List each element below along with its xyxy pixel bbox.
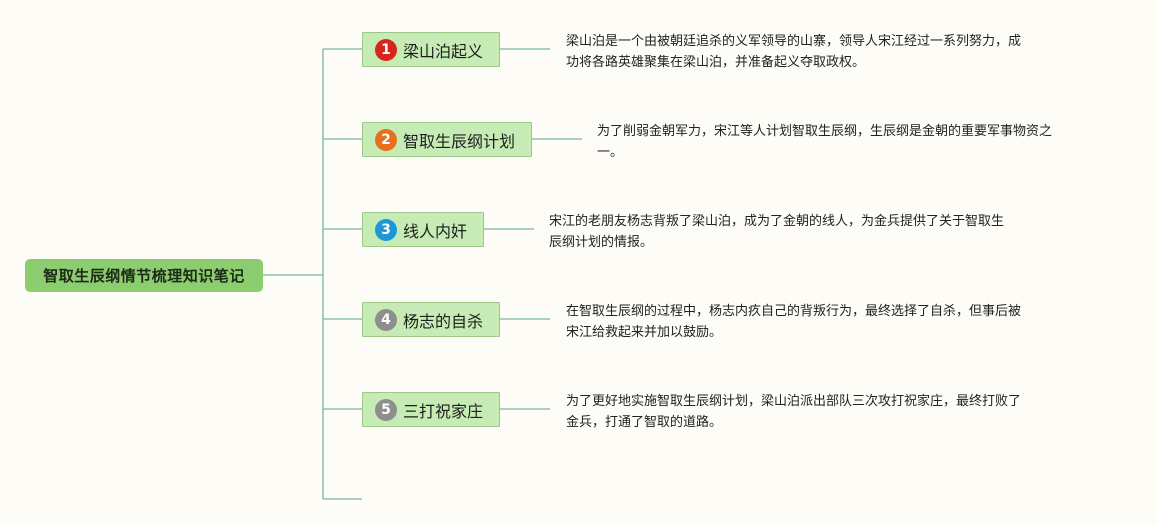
topic-2[interactable]: 2 智取生辰纲计划 (362, 122, 532, 157)
number-badge-icon: 2 (375, 128, 397, 151)
topic-3[interactable]: 3 线人内奸 (362, 212, 484, 247)
root-topic-label: 智取生辰纲情节梳理知识笔记 (43, 267, 245, 285)
topic-4[interactable]: 4 杨志的自杀 (362, 302, 500, 337)
topic-label: 线人内奸 (403, 221, 468, 241)
topic-5[interactable]: 5 三打祝家庄 (362, 392, 500, 427)
topic-label: 梁山泊起义 (403, 41, 484, 61)
topic-5-description: 为了更好地实施智取生辰纲计划，梁山泊派出部队三次攻打祝家庄，最终打败了 金兵，打… (566, 394, 1022, 430)
number-badge-icon: 5 (375, 398, 397, 421)
topic-4-description: 在智取生辰纲的过程中，杨志内疚自己的背叛行为，最终选择了自杀，但事后被 宋江给救… (566, 304, 1022, 340)
topic-1[interactable]: 1 梁山泊起义 (362, 32, 500, 67)
topic-label: 杨志的自杀 (403, 311, 484, 331)
topic-label: 三打祝家庄 (403, 401, 484, 421)
topic-label: 智取生辰纲计划 (403, 131, 516, 151)
topic-2-description: 为了削弱金朝军力，宋江等人计划智取生辰纲，生辰纲是金朝的重要军事物资之 一。 (597, 124, 1053, 160)
number-badge-icon: 1 (375, 38, 397, 61)
number-badge-icon: 3 (375, 218, 397, 241)
topic-1-description: 梁山泊是一个由被朝廷追杀的义军领导的山寨，领导人宋江经过一系列努力，成 功将各路… (566, 34, 1022, 70)
topic-3-description: 宋江的老朋友杨志背叛了梁山泊，成为了金朝的线人，为金兵提供了关于智取生 辰纲计划… (549, 214, 1005, 250)
number-badge-icon: 4 (375, 308, 397, 331)
root-topic[interactable]: 智取生辰纲情节梳理知识笔记 (25, 259, 263, 292)
